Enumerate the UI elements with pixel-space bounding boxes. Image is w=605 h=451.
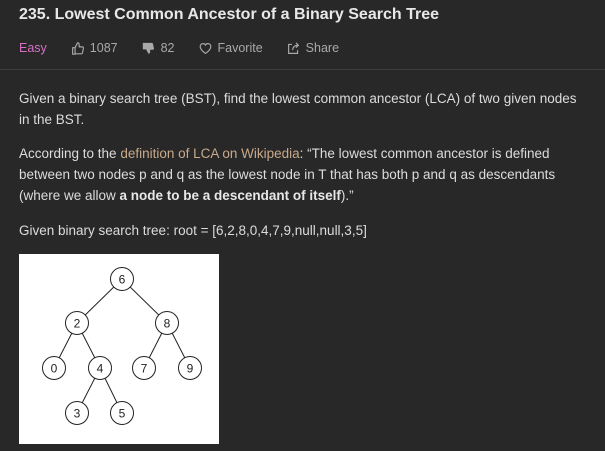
p2-suffix: ).” — [340, 188, 354, 203]
svg-text:5: 5 — [119, 407, 126, 421]
description-paragraph-3: Given binary search tree: root = [6,2,8,… — [19, 223, 367, 238]
thumbs-down-icon — [142, 42, 154, 54]
share-label: Share — [305, 41, 340, 55]
favorite-button[interactable]: Favorite — [199, 41, 263, 55]
thumbs-up-icon — [71, 41, 84, 55]
tree-node-2: 2 — [65, 311, 89, 335]
tree-node-6: 6 — [110, 267, 134, 291]
like-button[interactable]: 1087 — [71, 41, 118, 55]
tree-node-4: 4 — [88, 356, 112, 380]
share-button[interactable]: Share — [287, 41, 339, 55]
svg-text:9: 9 — [187, 362, 194, 376]
dislike-button[interactable]: 82 — [142, 41, 175, 55]
share-icon — [287, 41, 299, 54]
header-divider — [0, 69, 605, 70]
p2-bold: a node to be a descendant of itself — [119, 188, 341, 203]
problem-title: 235. Lowest Common Ancestor of a Binary … — [19, 6, 439, 23]
tree-node-0: 0 — [42, 356, 66, 380]
tree-node-9: 9 — [178, 356, 202, 380]
tree-node-5: 5 — [110, 401, 134, 425]
svg-text:8: 8 — [164, 317, 171, 331]
tree-node-7: 7 — [132, 356, 156, 380]
p2-prefix: According to the — [19, 146, 121, 161]
svg-text:2: 2 — [74, 317, 81, 331]
svg-text:4: 4 — [97, 362, 104, 376]
description-paragraph-1: Given a binary search tree (BST), find t… — [19, 91, 577, 127]
svg-text:7: 7 — [141, 362, 148, 376]
wikipedia-lca-link[interactable]: definition of LCA on Wikipedia — [120, 146, 300, 161]
svg-text:0: 0 — [51, 362, 58, 376]
p2-mid: : “The lowest common ancestor is defined… — [19, 146, 556, 203]
favorite-label: Favorite — [217, 41, 263, 55]
svg-text:3: 3 — [74, 407, 81, 421]
like-count: 1087 — [89, 41, 118, 55]
tree-edges — [53, 278, 191, 414]
description-paragraph-2: According to the definition of LCA on Wi… — [19, 143, 589, 206]
dislike-count: 82 — [160, 41, 175, 55]
problem-meta-bar: Easy 1087 82 Favorite Share — [19, 40, 363, 56]
difficulty-badge: Easy — [19, 41, 47, 55]
tree-node-3: 3 — [65, 401, 89, 425]
bst-diagram: 6 2 8 0 4 7 9 — [19, 254, 219, 444]
heart-icon — [199, 42, 211, 54]
tree-node-8: 8 — [155, 311, 179, 335]
svg-text:6: 6 — [119, 273, 126, 287]
